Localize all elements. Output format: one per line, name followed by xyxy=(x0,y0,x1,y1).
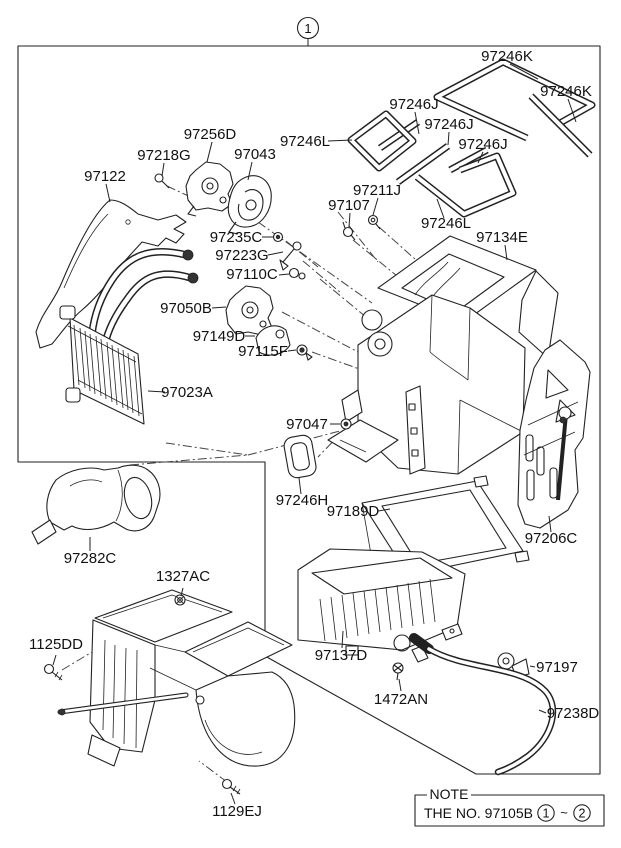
drawing-1125DD-bolt xyxy=(43,663,63,681)
note-box: NOTE THE NO. 97105B : 1 ~ 2 xyxy=(414,786,605,827)
drawing-97110C-clip xyxy=(288,267,306,280)
drawing-1472AN-screw xyxy=(392,662,404,681)
drawing-lower-assembly xyxy=(57,589,296,767)
callout-number: 1 xyxy=(304,21,311,36)
part-label-97256D: 97256D xyxy=(184,126,237,143)
part-label-97223G: 97223G xyxy=(215,247,268,264)
drawing-97050B-actuator xyxy=(225,285,274,336)
callout-circle-icon xyxy=(296,16,320,40)
core-fin-hatch xyxy=(73,324,140,417)
part-label-97137D: 97137D xyxy=(315,647,368,664)
drawing-97235C-grommet xyxy=(272,231,284,243)
drawing-97223G-lever xyxy=(279,241,302,271)
drawing-97246J-strip-2 xyxy=(395,143,451,185)
drawing-97246K-strip-2 xyxy=(528,93,593,158)
part-label-97235C: 97235C xyxy=(210,229,263,246)
drawing-1327AC-nut xyxy=(174,594,186,606)
pipe-end-cap xyxy=(182,249,194,261)
leader-lines xyxy=(52,63,577,805)
drawing-97282C-duct xyxy=(31,464,161,545)
part-label-97211J: 97211J xyxy=(353,182,401,199)
drawing-heater-housing xyxy=(327,294,526,475)
drawing-97246K-strip-1 xyxy=(433,58,596,142)
part-label-97246K-2: 97246K xyxy=(540,83,592,100)
part-label-97238D: 97238D xyxy=(547,705,600,722)
part-label-97189D: 97189D xyxy=(327,503,380,520)
part-label-97134E: 97134E xyxy=(476,229,528,246)
drawing-97211J-clip xyxy=(367,214,381,230)
drawing-97137D-lower-case xyxy=(297,548,466,663)
part-label-97246J-3: 97246J xyxy=(458,136,507,153)
part-label-1125DD: 1125DD xyxy=(29,636,83,653)
part-label-97107: 97107 xyxy=(328,197,370,214)
part-label-97206C: 97206C xyxy=(525,530,578,547)
part-label-97246J-1: 97246J xyxy=(389,96,438,113)
drawing-1129EJ-bolt xyxy=(221,778,241,795)
drawing-97246L-frame-1 xyxy=(347,110,417,172)
drawing-97047-nut xyxy=(340,418,352,430)
part-label-97149D: 97149D xyxy=(193,328,246,345)
part-label-97246H: 97246H xyxy=(276,492,329,509)
note-callout-circle-1 xyxy=(537,804,555,822)
bracket-rod xyxy=(556,413,568,501)
part-label-97047: 97047 xyxy=(286,416,328,433)
drawing-97023A-heater-core xyxy=(59,305,145,425)
note-title: NOTE xyxy=(430,786,469,802)
part-label-97043: 97043 xyxy=(234,146,276,163)
pipe-end-cap xyxy=(187,272,199,284)
drain-hole xyxy=(393,634,411,652)
part-label-1472AN: 1472AN xyxy=(374,691,428,708)
rod-end xyxy=(58,708,66,716)
figure-callout-1: 1 xyxy=(296,16,320,46)
drawing-97246J-strip-3 xyxy=(448,146,489,174)
drawing-97206C-bracket xyxy=(517,339,591,529)
drawing-97246J-strip-1 xyxy=(378,119,420,151)
note-range-end: 2 xyxy=(579,807,586,821)
note-range-separator: ~ xyxy=(560,805,568,820)
part-label-97122: 97122 xyxy=(84,168,126,185)
drawing-97218G-bolt xyxy=(154,173,170,189)
drawing-97238D-hose xyxy=(409,633,557,776)
part-label-97218G: 97218G xyxy=(137,147,190,164)
drawing-97043-seal xyxy=(227,175,272,235)
drawing-97246H-gasket xyxy=(283,434,317,479)
part-label-97023A: 97023A xyxy=(161,384,213,401)
figure-boundary-box xyxy=(17,45,601,775)
part-label-97110C: 97110C xyxy=(226,266,278,283)
note-text-prefix: THE NO. 97105B : xyxy=(424,805,541,821)
part-label-1327AC: 1327AC xyxy=(156,568,210,585)
drawing-97246L-frame-2 xyxy=(414,152,517,218)
part-label-97246J-2: 97246J xyxy=(424,116,473,133)
drawing-97107-clip xyxy=(342,221,356,241)
part-label-97282C: 97282C xyxy=(64,550,117,567)
part-label-1129EJ: 1129EJ xyxy=(212,803,262,820)
part-label-97197: 97197 xyxy=(536,659,578,676)
note-range-start: 1 xyxy=(543,807,550,821)
drawing-97256D-actuator xyxy=(185,161,234,217)
drawing-97115F-grommet xyxy=(296,344,313,361)
part-label-97050B: 97050B xyxy=(160,300,212,317)
note-callout-circle-2 xyxy=(573,804,591,822)
part-label-97246L-1: 97246L xyxy=(280,133,330,150)
drawing-97122-pipe-assembly xyxy=(35,199,199,349)
note-title-background xyxy=(427,787,471,802)
part-label-97246K-1: 97246K xyxy=(481,48,533,65)
part-labels: 97246K 97246K 97246J 97246J 97246J 97246… xyxy=(29,48,599,820)
part-label-97246L-2: 97246L xyxy=(421,215,471,232)
part-label-97115F: 97115F xyxy=(238,343,288,360)
drawing-97149D-lever xyxy=(255,325,291,356)
